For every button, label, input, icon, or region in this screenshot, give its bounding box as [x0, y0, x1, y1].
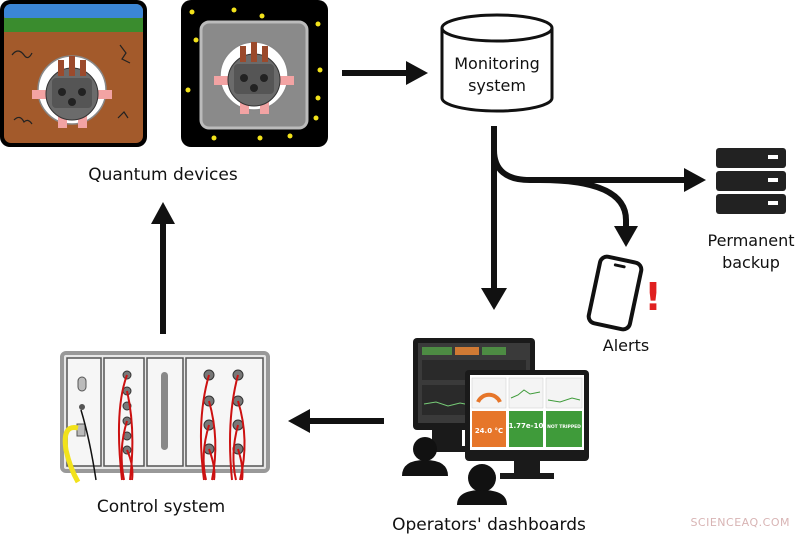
monitoring-system-label-line2: system: [468, 76, 526, 95]
alert-exclamation-icon: !: [644, 275, 661, 319]
quantum-device-underground: [0, 0, 147, 147]
control-system-label: Control system: [97, 497, 225, 517]
arrow-control-to-devices: [151, 202, 175, 334]
server-icon: [716, 148, 786, 214]
arrow-head-to-dashboards: [481, 288, 507, 310]
permanent-backup-label-line1: Permanent: [707, 231, 794, 250]
watermark: SCIENCEAQ.COM: [690, 516, 790, 529]
arrow-head-to-backup: [684, 168, 706, 192]
alerts-label: Alerts: [603, 336, 649, 355]
temperature-readout: 24.0 °C: [475, 427, 503, 435]
quantum-device-space: [181, 0, 328, 147]
operators-dashboards-label: Operators' dashboards: [392, 515, 586, 535]
star-icons: [185, 7, 323, 141]
monitoring-system-database-icon: [440, 13, 554, 113]
arrow-devices-to-monitoring: [342, 61, 428, 85]
arrow-monitoring-branches: [491, 126, 686, 290]
pressure-readout: 1.77e-10: [509, 422, 544, 430]
dashboard-monitor-front: 24.0 °C 1.77e-10 NOT TRIPPED: [465, 370, 589, 479]
status-readout: NOT TRIPPED: [547, 424, 581, 430]
control-system-rack-icon: [60, 351, 270, 484]
operator-person-icon: [402, 437, 448, 476]
operator-person-icon: [457, 464, 507, 505]
quantum-devices-label: Quantum devices: [88, 165, 238, 185]
smartphone-icon: [586, 254, 644, 332]
arrow-head-to-alerts: [614, 226, 638, 247]
monitoring-system-label-line1: Monitoring: [454, 54, 540, 73]
permanent-backup-label-line2: backup: [722, 253, 780, 272]
arrow-dashboards-to-control: [288, 409, 384, 433]
